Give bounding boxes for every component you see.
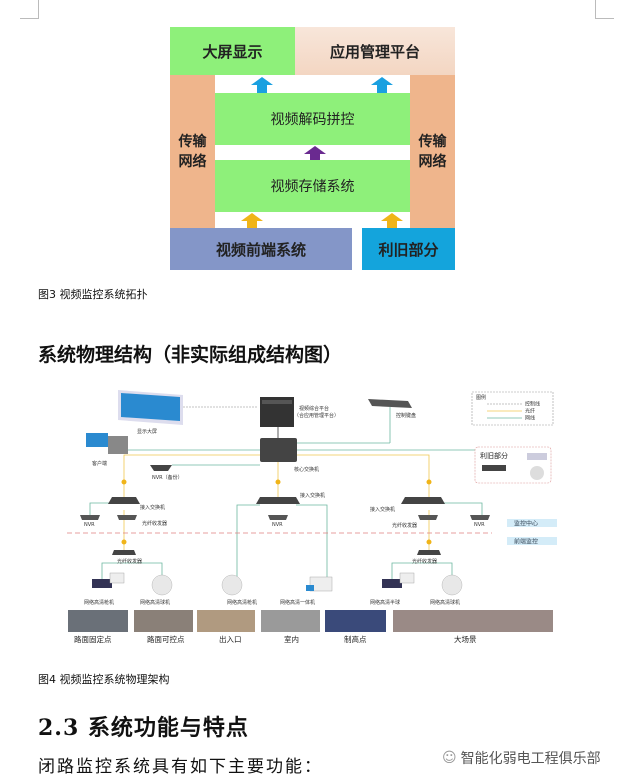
watermark-text: 智能化弱电工程俱乐部 (460, 751, 601, 767)
label: 应用管理平台 (329, 42, 420, 61)
legend-box: 图例 控制线 光纤 网线 (471, 391, 554, 426)
legend-fiber: 光纤 (525, 408, 535, 415)
zone-center-label: 监控中心 (514, 520, 538, 528)
nvr-label: NVR (84, 522, 95, 528)
scene-photo (393, 610, 553, 632)
camera-label: 网络高清一体机 (280, 599, 315, 606)
figure-4-caption: 图4 视频监控系统物理架构 (38, 673, 170, 686)
camera-label: 网络高清枪机 (227, 599, 257, 606)
keyboard-icon (368, 399, 412, 408)
nvr-backup-label: NVR（备份） (152, 474, 183, 481)
scene-label: 路面可控点 (147, 634, 185, 644)
core-switch-label: 核心交换机 (294, 466, 319, 473)
dome-camera-icon (221, 574, 243, 596)
label: 视频存储系统 (270, 179, 355, 195)
platform-server-icon (260, 397, 294, 427)
wechat-icon: ☺ (442, 750, 457, 766)
storage-block: 视频存储系统 (215, 160, 410, 212)
legend-title: 图例 (476, 394, 486, 401)
label: 利旧部分 (378, 240, 439, 259)
frontend-block: 视频前端系统 (170, 228, 352, 270)
camera-label: 网络高清球机 (140, 599, 170, 606)
scene-label: 制高点 (344, 634, 367, 644)
fiber-transceiver-label: 光纤收发器 (142, 520, 167, 527)
section-heading-physical: 系统物理结构（非实际组成结构图） (38, 344, 343, 366)
keyboard-label: 控制键盘 (396, 412, 416, 419)
up-arrow-icon (380, 213, 404, 228)
scene-label: 路面固定点 (74, 634, 112, 644)
legacy-block: 利旧部分 (362, 228, 455, 270)
fiber-transceiver-label: 光纤收发器 (412, 558, 437, 565)
zone-front-badge (507, 537, 557, 545)
scene-label: 大场景 (454, 634, 477, 644)
access-switch-label: 接入交换机 (300, 492, 325, 499)
camera-label: 网络高清球机 (430, 599, 460, 606)
transport-left-block: 传输网络 (170, 75, 215, 228)
app-platform-block: 应用管理平台 (295, 27, 455, 75)
client-pc-icon (86, 433, 128, 454)
dome-camera-icon (441, 574, 463, 596)
scene-photo (197, 610, 255, 632)
scene-label: 室内 (284, 634, 299, 644)
up-arrow-icon (250, 77, 274, 93)
topology-diagram: 大屏显示 应用管理平台 传输网络 传输网络 视频解码拼控 视频存储系统 视频前端… (170, 27, 455, 270)
transport-right-block: 传输网络 (410, 75, 455, 228)
camera-label: 网络高清半球 (370, 599, 400, 606)
up-arrow-icon (240, 213, 264, 228)
scene-photo (325, 610, 386, 632)
scene-photo (261, 610, 320, 632)
page-corner-mark (595, 0, 614, 19)
access-switch-icon (108, 497, 445, 504)
watermark: ☺ 智能化弱电工程俱乐部 (442, 748, 601, 768)
nvr-icon (150, 465, 172, 471)
section-heading-2-3: 2.3 系统功能与特点 (38, 715, 249, 741)
legend-network: 网线 (525, 415, 535, 422)
camera-icon (92, 572, 125, 588)
access-switch-label: 接入交换机 (140, 504, 165, 511)
dome-camera-icon (151, 574, 173, 596)
scene-photo (134, 610, 193, 632)
platform-label-sub: （合应用管理平台） (294, 412, 339, 419)
client-label: 客户端 (92, 460, 107, 467)
legacy-label: 利旧部分 (480, 451, 508, 460)
physical-architecture-diagram: 显示大屏 视频综合平台 （合应用管理平台） 控制键盘 图例 控制线 光纤 网线 … (67, 390, 557, 644)
decode-block: 视频解码拼控 (215, 93, 410, 145)
zone-front-label: 前端监控 (514, 538, 538, 546)
label: 视频前端系统 (215, 240, 306, 259)
core-switch-icon (260, 438, 297, 462)
camera-label: 网络高清枪机 (84, 599, 114, 606)
camera-icon (382, 572, 415, 588)
legacy-box: 利旧部分 (474, 446, 552, 484)
integrated-camera-icon (306, 576, 333, 592)
up-arrow-icon (303, 146, 327, 160)
fiber-transceiver-label: 光纤收发器 (392, 522, 417, 529)
label: 传输网络 (178, 133, 207, 170)
label: 传输网络 (418, 133, 447, 170)
zone-center-badge (507, 519, 557, 527)
nvr-label: NVR (272, 522, 283, 528)
display-wall-label: 显示大屏 (137, 428, 157, 435)
nvr-label: NVR (474, 522, 485, 528)
platform-label: 视频综合平台 (299, 405, 329, 412)
display-wall-icon (118, 390, 183, 425)
access-switch-label: 接入交换机 (370, 506, 395, 513)
scene-photo (68, 610, 128, 632)
page-corner-mark (20, 0, 39, 19)
up-arrow-icon (370, 77, 394, 93)
figure-3-caption: 图3 视频监控系统拓扑 (38, 288, 148, 301)
scene-label: 出入口 (219, 634, 242, 644)
big-screen-block: 大屏显示 (170, 27, 295, 75)
body-paragraph: 闭路监控系统具有如下主要功能： (38, 757, 323, 777)
label: 视频解码拼控 (270, 112, 355, 128)
fiber-transceiver-label: 光纤收发器 (117, 558, 142, 565)
legend-control: 控制线 (525, 401, 540, 408)
label: 大屏显示 (202, 42, 263, 61)
